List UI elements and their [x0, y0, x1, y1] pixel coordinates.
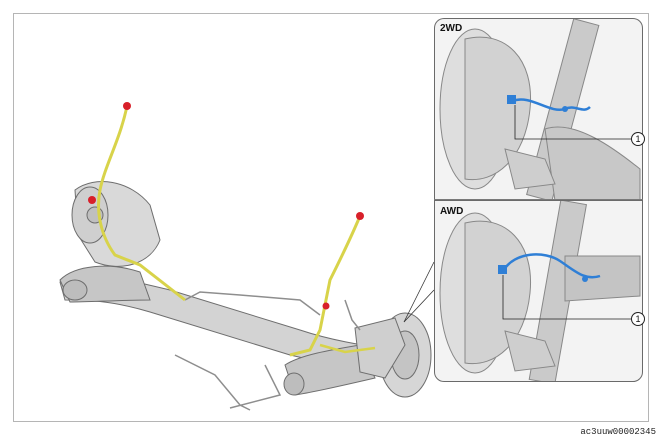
left-harness-clip [88, 196, 96, 204]
2wd-wheel-speed-sensor [507, 95, 516, 104]
panel-label-2wd: 2WD [440, 23, 463, 34]
leader-line [403, 289, 435, 323]
right-harness-clip [322, 302, 330, 310]
2wd-detail-illustration [439, 19, 641, 200]
left-bushing [62, 279, 88, 301]
awd-wheel-speed-sensor [498, 265, 507, 274]
brake-line [174, 354, 251, 411]
panel-label-awd: AWD [440, 206, 464, 217]
leader-line [403, 261, 435, 323]
detail-panel-2wd [434, 18, 643, 200]
brake-line [184, 291, 321, 316]
brake-line [344, 299, 361, 331]
left-sensor-harness [97, 105, 186, 302]
awd-sensor-wire [501, 253, 601, 279]
callout-number-awd: 1 [631, 312, 645, 326]
right-sensor-harness [289, 215, 362, 357]
figure-code: ac3uuw00002345 [580, 427, 656, 437]
right-harness-connector [356, 212, 364, 220]
callout-number-2wd: 1 [631, 132, 645, 146]
detail-panel-awd [434, 200, 643, 382]
left-harness-connector [123, 102, 131, 110]
right-bushing [283, 372, 305, 396]
right-trailing-arm [284, 344, 376, 396]
right-caliper [354, 317, 406, 379]
brake-line [229, 364, 282, 409]
awd-detail-illustration [439, 201, 641, 381]
